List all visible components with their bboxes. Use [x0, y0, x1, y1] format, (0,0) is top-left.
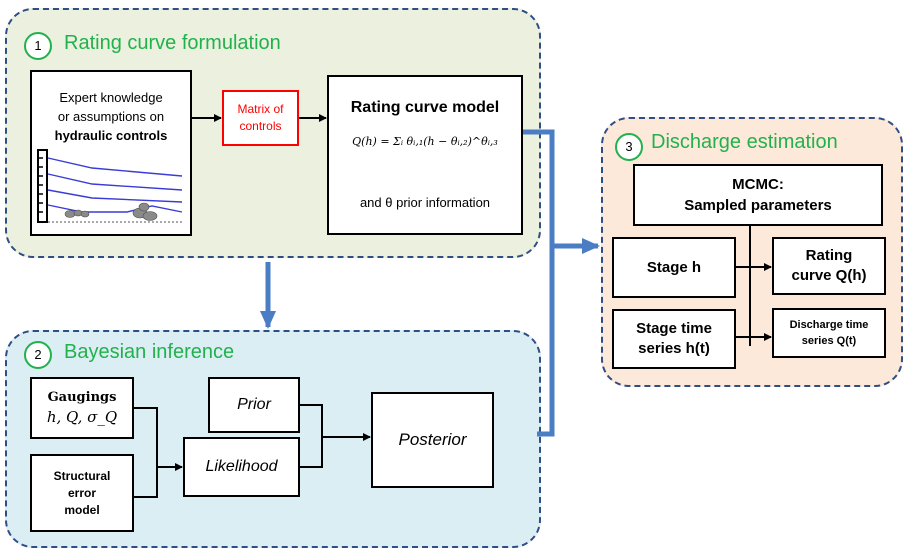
rating-line-2: curve Q(h): [791, 267, 867, 284]
discharge-time-series-box: Discharge time series Q(t): [772, 308, 886, 358]
expert-line-1: Expert knowledge: [59, 90, 163, 105]
expert-line-3: hydraulic controls: [54, 128, 168, 143]
step-2-badge: 2: [24, 341, 52, 369]
prior-information-text: and θ prior information: [359, 195, 491, 210]
step-3-badge: 3: [615, 133, 643, 161]
gaugings-variables: h, Q, σ_Q: [46, 408, 118, 426]
expert-knowledge-box: Expert knowledge or assumptions on hydra…: [30, 70, 192, 236]
posterior-box: Posterior: [371, 392, 494, 488]
rating-curve-qh-box: Rating curve Q(h): [772, 237, 886, 295]
stage-ts-line-1: Stage time: [636, 320, 712, 337]
stage-h-box: Stage h: [612, 237, 736, 298]
mcmc-line-1: MCMC:: [732, 176, 784, 193]
gaugings-box: Gaugings h, Q, σ_Q: [30, 377, 134, 439]
rating-line-1: Rating: [805, 247, 853, 264]
step-1-badge: 1: [24, 32, 52, 60]
rating-curve-formula: Q(h) = Σᵢ θᵢ,₁(h − θᵢ,₂)^θᵢ,₃: [352, 135, 498, 148]
structural-line-1: Structural: [53, 468, 111, 483]
prior-label: Prior: [237, 396, 271, 413]
structural-line-3: model: [64, 502, 100, 517]
panel2-title: Bayesian inference: [64, 341, 235, 363]
likelihood-box: Likelihood: [183, 437, 300, 497]
discharge-line-2: series Q(t): [801, 335, 857, 347]
stage-time-series-box: Stage time series h(t): [612, 309, 736, 369]
structural-line-2: error: [67, 485, 96, 500]
mcmc-sampled-parameters-box: MCMC: Sampled parameters: [633, 164, 883, 226]
river-cross-section-illustration: [37, 149, 184, 223]
matrix-of-controls-box: Matrix of controls: [222, 90, 299, 146]
gaugings-label: Gaugings: [47, 390, 117, 405]
gaugings-error-bracket: [134, 407, 158, 498]
stage-h-label: Stage h: [646, 259, 702, 276]
panel1-title: Rating curve formulation: [64, 32, 281, 54]
matrix-line-2: controls: [239, 119, 282, 133]
prior-box: Prior: [208, 377, 300, 433]
panel3-title: Discharge estimation: [651, 131, 838, 153]
rating-curve-model-title: Rating curve model: [350, 99, 500, 116]
mcmc-line-2: Sampled parameters: [684, 197, 832, 214]
prior-likelihood-bracket: [300, 404, 323, 468]
stage-ts-line-2: series h(t): [638, 340, 710, 357]
likelihood-label: Likelihood: [205, 458, 278, 475]
matrix-line-1: Matrix of: [237, 102, 284, 116]
rating-curve-model-box: Rating curve model Q(h) = Σᵢ θᵢ,₁(h − θᵢ…: [327, 75, 523, 235]
expert-line-2: or assumptions on: [57, 109, 165, 124]
discharge-line-1: Discharge time: [789, 319, 869, 331]
flow-bracket: [523, 129, 555, 437]
structural-error-model-box: Structural error model: [30, 454, 134, 532]
posterior-label: Posterior: [398, 430, 467, 449]
